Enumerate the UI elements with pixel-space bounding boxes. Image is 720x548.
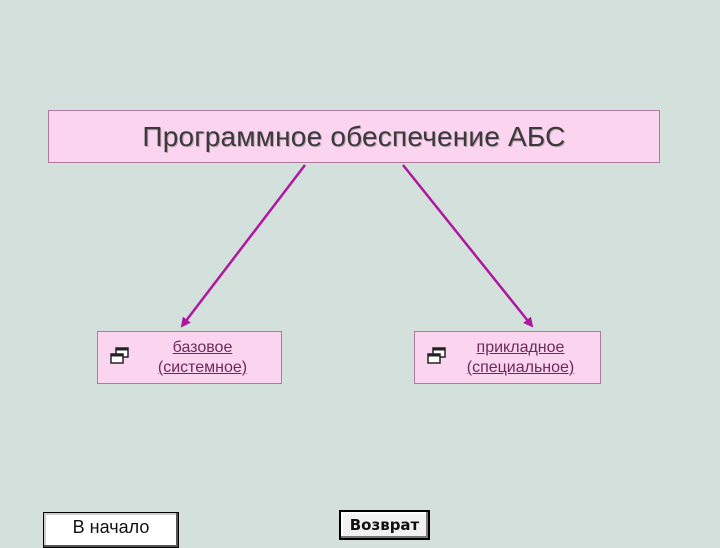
start-button[interactable]: В начало — [43, 512, 179, 548]
arrow-to-basic — [180, 164, 306, 328]
node-basic-line1: базовое — [172, 339, 233, 356]
node-applied-line1: прикладное — [476, 339, 565, 356]
node-basic-line2: (системное) — [157, 359, 248, 376]
root-node: Программное обеспечение АБС — [48, 110, 660, 163]
node-basic-link[interactable]: базовое (системное) — [124, 338, 281, 378]
node-applied-software[interactable]: прикладное (специальное) — [414, 331, 601, 384]
root-node-label: Программное обеспечение АБС — [142, 120, 566, 152]
linked-windows-icon — [427, 347, 446, 364]
back-button[interactable]: Возврат — [339, 510, 430, 540]
node-basic-software[interactable]: базовое (системное) — [97, 331, 282, 384]
node-applied-line2: (специальное) — [466, 359, 575, 376]
arrow-to-applied — [402, 164, 534, 328]
linked-windows-icon — [110, 347, 129, 364]
node-applied-link[interactable]: прикладное (специальное) — [441, 338, 600, 378]
